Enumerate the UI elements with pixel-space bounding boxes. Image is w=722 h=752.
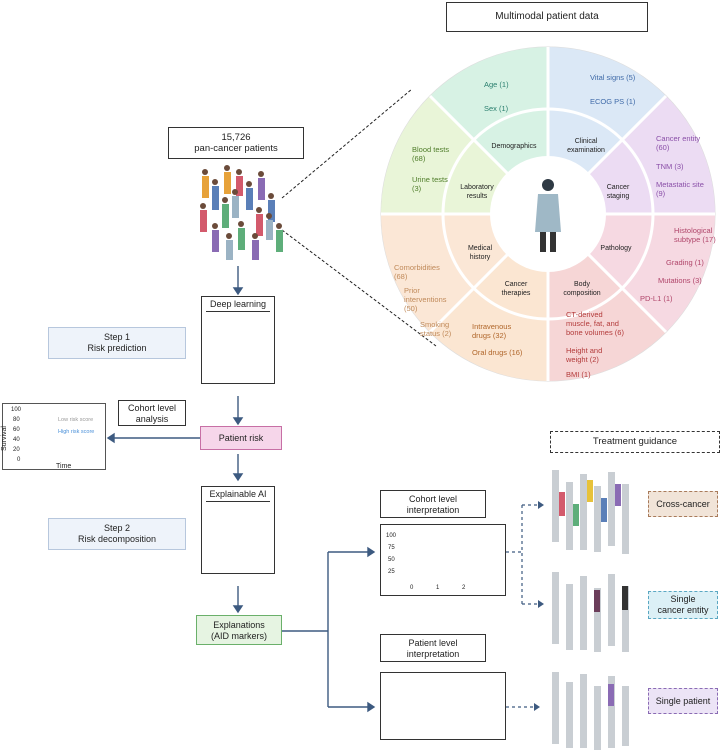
single-patient-label: Single patient [655, 696, 711, 706]
survival-ylabel: Survival [0, 426, 8, 451]
item-cancer-entity: Cancer entity (60) [656, 134, 701, 152]
item-pdl1: PD-L1 (1) [640, 294, 673, 303]
cohort-interpretation-title-box: Cohort level interpretation [380, 490, 486, 518]
connector-line [281, 229, 437, 347]
item-smoking: Smoking status (2) [420, 320, 452, 338]
treatment-guidance-label: Treatment guidance [592, 436, 678, 447]
ring-pathology: Pathology [600, 245, 632, 252]
item-metastatic: Metastatic site (9) [656, 180, 704, 198]
cohort-ytick: 50 [388, 557, 395, 563]
cohort-analysis-box: Cohort level analysis [118, 400, 186, 426]
treatment-guidance-box: Treatment guidance [550, 431, 720, 453]
item-comorbidities: Comorbidities (68) [394, 263, 440, 281]
ring-therapies: Cancer therapies [501, 281, 531, 297]
step2-title: Step 2 [103, 523, 131, 533]
item-iv-drugs: Intravenous drugs (32) [472, 322, 512, 340]
patient-crowd [200, 165, 283, 260]
cohort-interp-line2: interpretation [406, 505, 460, 515]
step2-desc: Risk decomposition [77, 534, 157, 544]
cohort-xtick: 0 [410, 585, 414, 591]
low-risk-label: Low risk score [58, 417, 94, 423]
outcome-crowds [552, 470, 629, 750]
item-sex: Sex (1) [484, 104, 509, 113]
multimodal-title-box: Multimodal patient data [446, 2, 648, 32]
item-urine: Urine tests (3) [412, 175, 448, 193]
cohort-interp-line1: Cohort level [408, 494, 458, 504]
step2-box: Step 2 Risk decomposition [48, 518, 186, 550]
cross-cancer-tag: Cross-cancer [648, 491, 718, 517]
connector-line [281, 88, 413, 199]
item-tnm: TNM (3) [656, 162, 684, 171]
item-ct: CT-derived muscle, fat, and bone volumes… [566, 310, 624, 337]
explanations-line1: Explanations [213, 620, 265, 630]
single-entity-line1: Single [670, 594, 696, 604]
data-wheel [380, 46, 716, 382]
highlighted-patients [559, 480, 628, 706]
patient-count: 15,726 [221, 132, 251, 143]
item-grading: Grading (1) [666, 258, 704, 267]
step1-box: Step 1 Risk prediction [48, 327, 186, 359]
survival-xlabel: Time [56, 463, 72, 470]
explanations-box: Explanations (AID markers) [196, 615, 282, 645]
cohort-analysis-line1: Cohort level [127, 403, 177, 413]
ring-history: Medical history [467, 245, 493, 261]
item-height-weight: Height and weight (2) [566, 346, 603, 364]
patient-interp-line2: interpretation [406, 649, 460, 659]
multimodal-title: Multimodal patient data [495, 11, 599, 22]
patient-figure [535, 179, 561, 252]
item-age: Age (1) [484, 80, 509, 89]
cross-cancer-label: Cross-cancer [656, 499, 710, 509]
explainable-ai-label: Explainable AI [206, 489, 270, 502]
explanations-line2: (AID markers) [211, 631, 267, 641]
survival-ytick: 20 [13, 447, 20, 453]
survival-ytick: 40 [13, 437, 20, 443]
cohort-analysis-line2: analysis [135, 414, 169, 424]
cohort-ytick: 25 [388, 569, 395, 575]
item-prior: Prior interventions (50) [404, 286, 447, 313]
item-oral-drugs: Oral drugs (16) [472, 348, 523, 357]
item-mutations: Mutations (3) [658, 276, 702, 285]
explainable-ai-box: Explainable AI [201, 486, 275, 574]
step1-desc: Risk prediction [87, 343, 147, 353]
ring-body: Body composition [563, 281, 601, 297]
ring-staging: Cancer staging [606, 184, 630, 200]
cohort-ytick: 100 [386, 533, 397, 539]
item-vital: Vital signs (5) [590, 73, 636, 82]
patient-interp-line1: Patient level [408, 638, 458, 648]
patient-risk-label: Patient risk [218, 433, 264, 443]
ring-demographics: Demographics [491, 143, 537, 150]
ring-lab: Laboratory results [460, 184, 494, 200]
step1-title: Step 1 [103, 332, 131, 342]
single-entity-tag: Single cancer entity [648, 591, 718, 619]
deep-learning-box: Deep learning [201, 296, 275, 384]
item-bmi: BMI (1) [566, 370, 591, 379]
deep-learning-label: Deep learning [206, 299, 270, 312]
single-patient-tag: Single patient [648, 688, 718, 714]
survival-ytick: 80 [13, 417, 20, 423]
patients-box: 15,726 pan-cancer patients [168, 127, 304, 159]
patient-interpretation-title-box: Patient level interpretation [380, 634, 486, 662]
survival-ytick: 60 [13, 427, 20, 433]
item-ecog: ECOG PS (1) [590, 97, 636, 106]
patient-desc: pan-cancer patients [194, 143, 278, 154]
survival-ytick: 100 [11, 407, 22, 413]
cohort-ytick: 75 [388, 545, 395, 551]
patient-risk-box: Patient risk [200, 426, 282, 450]
survival-plot-box [2, 403, 106, 470]
single-entity-line2: cancer entity [657, 605, 709, 615]
ring-clinical: Clinical examination [567, 138, 605, 154]
cohort-chart-box [380, 524, 506, 596]
survival-ytick: 0 [17, 457, 21, 463]
cohort-xtick: 1 [436, 585, 440, 591]
high-risk-label: High risk score [58, 429, 95, 435]
item-blood: Blood tests (68) [412, 145, 450, 163]
cohort-xtick: 2 [462, 585, 466, 591]
patient-gauges-box [380, 672, 506, 740]
item-histological: Histological subtype (17) [674, 226, 716, 244]
